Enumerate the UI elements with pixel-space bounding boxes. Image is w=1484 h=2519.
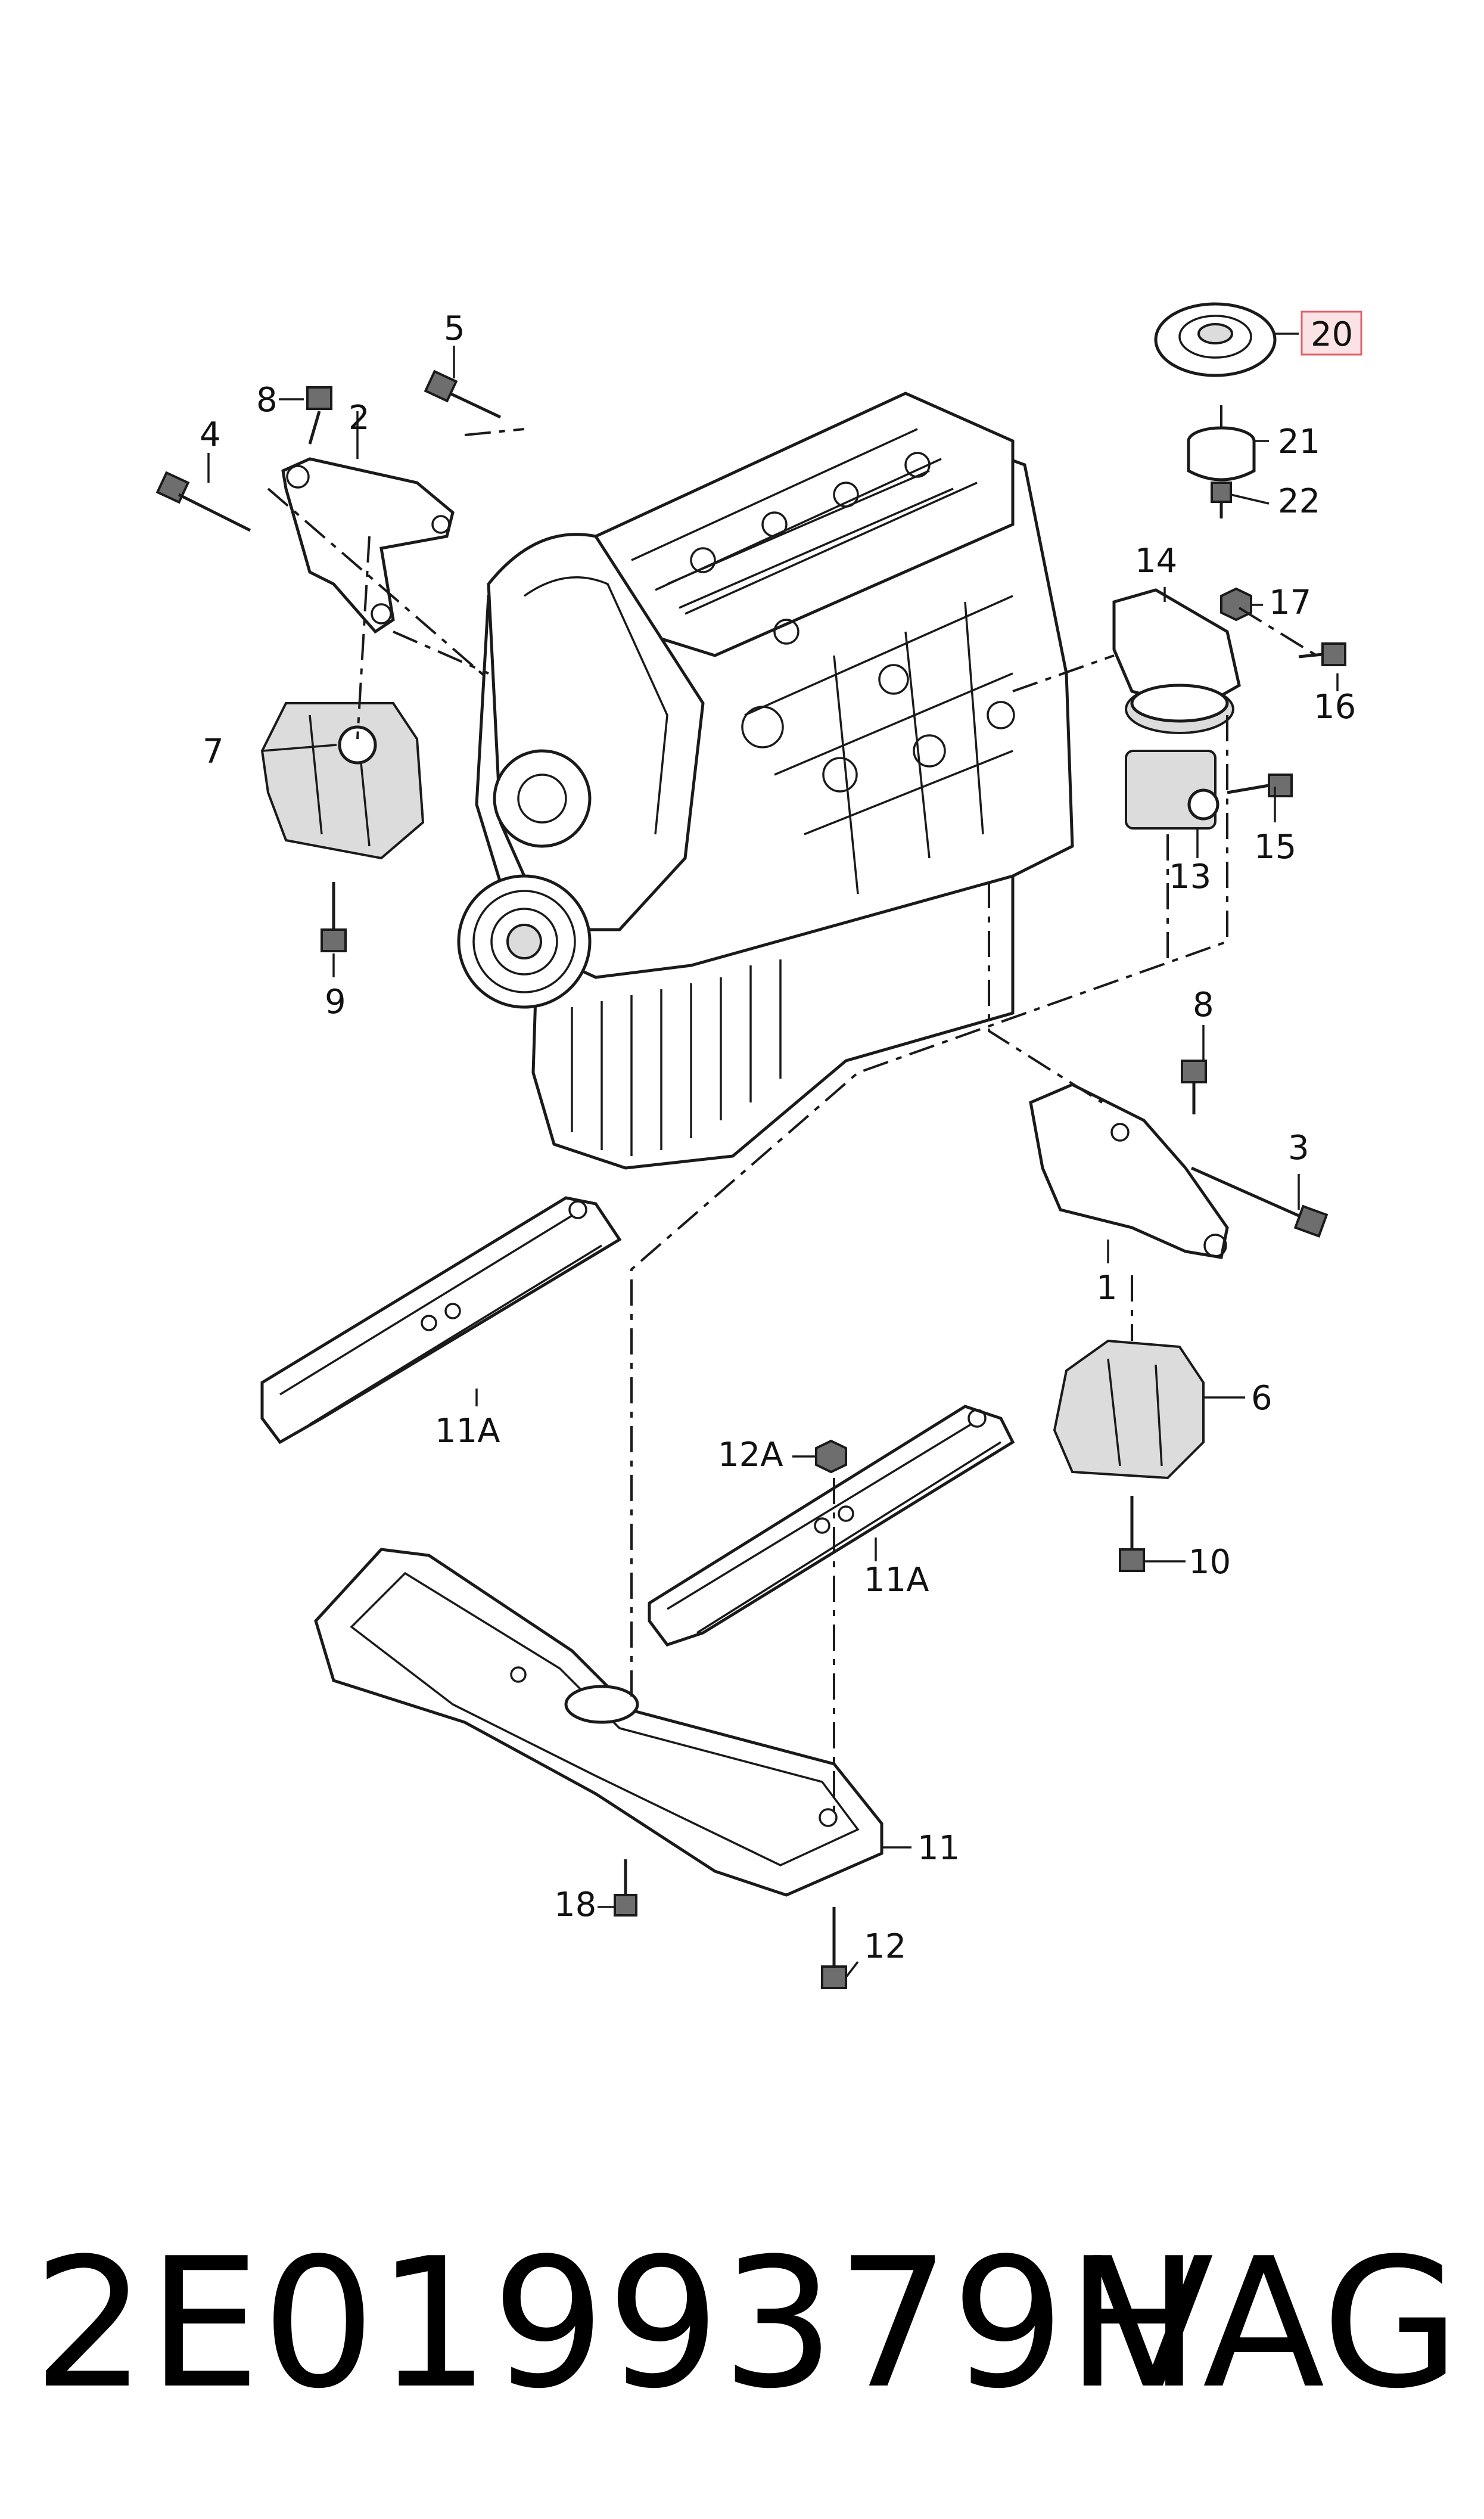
callout-22: 22 xyxy=(1278,482,1320,521)
brand-name: VAG xyxy=(1091,2220,1460,2428)
callout-8-right: 8 xyxy=(1193,986,1214,1024)
callout-21: 21 xyxy=(1278,423,1320,461)
bolt-18 xyxy=(614,1859,637,1917)
bolt-16 xyxy=(1298,642,1346,666)
callout-14: 14 xyxy=(1135,542,1177,580)
callout-4: 4 xyxy=(200,415,221,454)
callout-labels: 1 2 3 4 5 6 7 8 8 9 10 11 11A 11A 12 12A… xyxy=(200,309,1362,1966)
engine-mount-6 xyxy=(1053,1339,1205,1480)
mount-bracket-1 xyxy=(1029,1083,1229,1259)
callout-6: 6 xyxy=(1251,1379,1273,1418)
gearbox-mount-lower xyxy=(1125,750,1219,830)
bolt-12 xyxy=(821,1907,847,1989)
bolt-8-right xyxy=(1181,1060,1207,1114)
callout-16: 16 xyxy=(1314,688,1356,726)
callout-12: 12 xyxy=(864,1927,906,1966)
callout-9: 9 xyxy=(325,983,346,1021)
bolt-9 xyxy=(321,882,347,952)
left-engine-mount xyxy=(260,702,425,860)
callout-20-highlight xyxy=(1301,310,1362,356)
callout-2: 2 xyxy=(349,399,370,437)
callout-11a-right: 11A xyxy=(864,1561,929,1599)
callout-20: 20 xyxy=(1311,315,1353,354)
callout-11: 11 xyxy=(917,1829,960,1868)
bolt-3 xyxy=(1190,1166,1329,1238)
bolt-4 xyxy=(155,471,251,532)
callout-8-left: 8 xyxy=(256,381,278,420)
callout-13: 13 xyxy=(1169,858,1211,896)
callout-18: 18 xyxy=(554,1886,596,1924)
bolt-22 xyxy=(1211,482,1232,518)
bushing-21 xyxy=(1187,426,1256,482)
crossmember-11a-right xyxy=(648,1405,1015,1647)
callout-10: 10 xyxy=(1189,1543,1231,1582)
assembly-lines xyxy=(267,405,1318,1812)
engine-block xyxy=(457,392,1074,1170)
callout-5: 5 xyxy=(444,309,465,348)
bolt-5 xyxy=(424,369,502,419)
callout-1: 1 xyxy=(1096,1269,1118,1307)
callout-3: 3 xyxy=(1288,1129,1309,1167)
callout-17: 17 xyxy=(1269,583,1311,622)
nut-17 xyxy=(1220,587,1252,622)
gearbox-mount-upper xyxy=(1112,588,1241,734)
callout-12a: 12A xyxy=(718,1436,783,1474)
nut-12a xyxy=(815,1439,847,1474)
mount-cap-20 xyxy=(1154,302,1277,377)
crossmember-11 xyxy=(314,1548,883,1897)
bolt-8-left xyxy=(306,386,332,445)
part-number: 2E0199379H xyxy=(33,2220,1202,2428)
callout-7: 7 xyxy=(203,732,224,771)
bolt-15 xyxy=(1227,774,1293,797)
callout-11a-left: 11A xyxy=(435,1412,500,1450)
crossmember-11a-left xyxy=(260,1196,622,1445)
callout-15: 15 xyxy=(1254,828,1296,866)
bolt-10 xyxy=(1119,1496,1145,1572)
leader-lines xyxy=(207,333,1339,1978)
